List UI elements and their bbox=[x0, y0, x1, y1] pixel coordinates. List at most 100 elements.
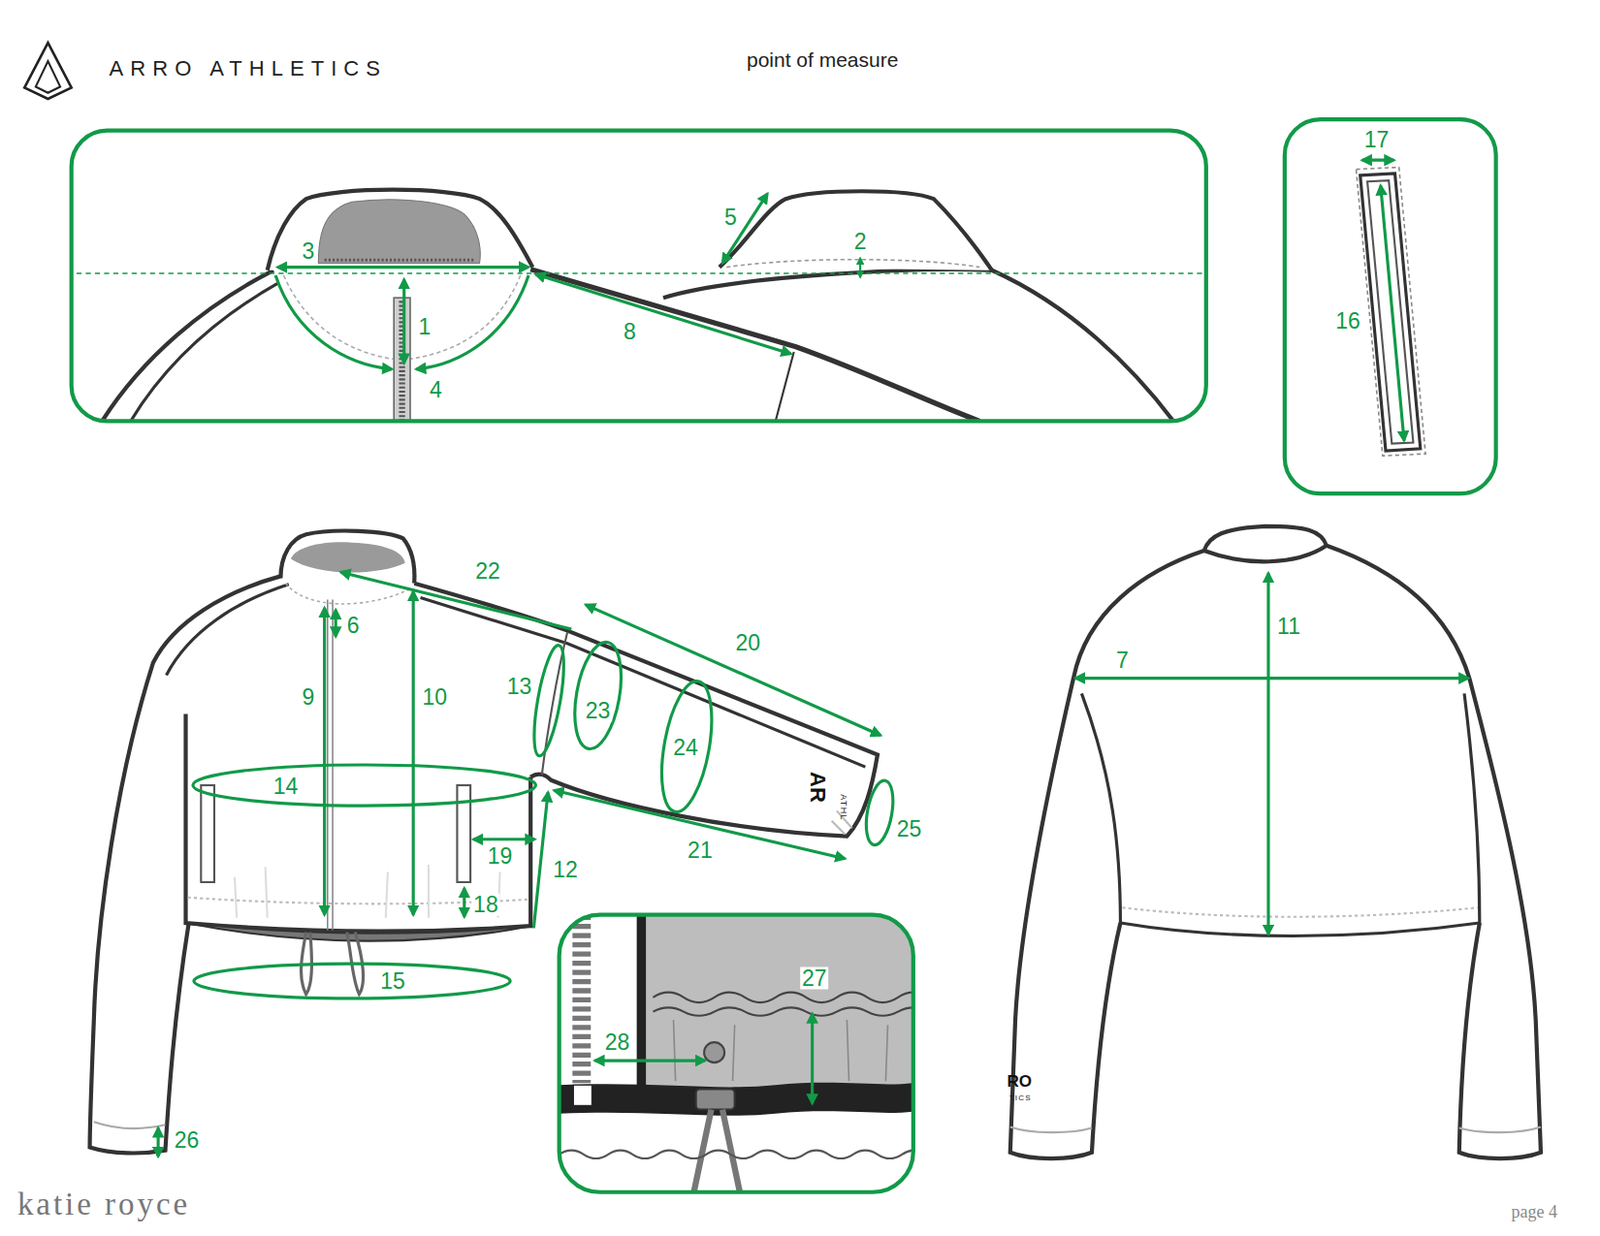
sleeve-logo: ATHL bbox=[838, 794, 848, 822]
measure-ellipse bbox=[653, 677, 721, 817]
measure-arrow bbox=[340, 572, 572, 630]
callout-number: 23 bbox=[583, 700, 613, 723]
back-neck-stitch bbox=[726, 259, 980, 268]
callout-number: 24 bbox=[671, 736, 701, 760]
callout-number: 17 bbox=[1362, 128, 1392, 152]
callout-number: 10 bbox=[420, 685, 450, 708]
callout-number: 6 bbox=[345, 613, 362, 637]
callout-number: 18 bbox=[471, 894, 501, 917]
callout-number: 7 bbox=[1114, 648, 1131, 672]
measure-arrow bbox=[1380, 185, 1405, 441]
measure-arrow bbox=[402, 279, 406, 363]
page-number: page 4 bbox=[1511, 1203, 1558, 1221]
measure-arrow bbox=[412, 591, 416, 915]
measure-arrow bbox=[462, 888, 466, 917]
ruffle bbox=[559, 1151, 914, 1159]
callout-number: 27 bbox=[800, 966, 830, 990]
callout-number: 26 bbox=[172, 1129, 202, 1152]
shoulder-line bbox=[530, 269, 980, 422]
page-title: point of measure bbox=[746, 49, 898, 70]
pocket-detail bbox=[1356, 160, 1427, 456]
brand-logo bbox=[35, 61, 61, 94]
zip-stop bbox=[573, 1085, 592, 1106]
measure-arrow bbox=[535, 274, 791, 354]
raglan-stripe bbox=[166, 584, 289, 676]
collar bbox=[267, 190, 534, 271]
neck-reference-line bbox=[76, 272, 1205, 275]
raglan-stripe bbox=[420, 597, 866, 768]
measure-curve bbox=[416, 275, 529, 370]
measure-arrow bbox=[722, 193, 768, 264]
hem-casing bbox=[1122, 907, 1478, 917]
body-outline bbox=[186, 713, 532, 931]
measure-arrow bbox=[277, 265, 529, 269]
back-view bbox=[1010, 526, 1541, 1159]
collar-inside bbox=[318, 199, 480, 264]
cuff-seam bbox=[94, 1121, 166, 1129]
raglan-stripe bbox=[130, 283, 279, 421]
collar bbox=[280, 531, 415, 584]
pocket bbox=[456, 785, 471, 883]
measure-ellipse bbox=[567, 639, 629, 753]
hem-band bbox=[559, 1083, 914, 1117]
cord-stopper bbox=[696, 1089, 736, 1111]
back-collar bbox=[719, 191, 992, 271]
sleeve-logo: RO bbox=[1006, 1073, 1032, 1090]
designer-signature: katie royce bbox=[17, 1188, 191, 1221]
back-collar bbox=[1204, 526, 1327, 562]
measure-ellipse bbox=[192, 765, 537, 806]
zipper bbox=[393, 297, 411, 421]
back-shoulder bbox=[663, 269, 1174, 421]
measure-ellipse bbox=[193, 963, 511, 999]
callout-number: 25 bbox=[895, 818, 925, 841]
measure-arrow bbox=[334, 609, 338, 637]
shoulder-line bbox=[101, 270, 274, 422]
callout-number: 16 bbox=[1333, 310, 1363, 333]
measure-arrow bbox=[810, 1014, 814, 1105]
gather-lines bbox=[673, 1020, 889, 1082]
callout-number: 5 bbox=[722, 206, 739, 229]
sleeve-logo: AR bbox=[806, 771, 829, 803]
measure-arrow bbox=[533, 792, 548, 928]
callout-number: 28 bbox=[603, 1031, 633, 1055]
neck-detail bbox=[76, 190, 1205, 422]
brand-logo bbox=[24, 42, 71, 99]
measure-arrow bbox=[322, 608, 326, 916]
callout-number: 20 bbox=[734, 631, 764, 654]
callout-number: 11 bbox=[1275, 614, 1303, 638]
zipper-teeth bbox=[572, 915, 591, 1085]
measure-arrow bbox=[859, 257, 862, 278]
measure-arrow bbox=[594, 1058, 705, 1062]
callout-number: 4 bbox=[427, 378, 445, 401]
hem-detail bbox=[559, 915, 914, 1193]
body-outline bbox=[1081, 693, 1479, 936]
measure-arrow bbox=[1362, 159, 1395, 162]
callout-number: 3 bbox=[299, 239, 317, 262]
callout-number: 19 bbox=[485, 844, 515, 867]
grommet bbox=[704, 1042, 725, 1063]
measure-arrow bbox=[1075, 676, 1469, 680]
callout-number: 8 bbox=[621, 320, 639, 343]
brand-name: ARRO ATHLETICS bbox=[109, 58, 387, 80]
callout-number: 22 bbox=[473, 560, 503, 583]
measure-ellipse bbox=[862, 778, 898, 848]
measure-arrow bbox=[1266, 573, 1270, 934]
ruffle bbox=[652, 1007, 913, 1016]
zip-tape bbox=[637, 915, 646, 1089]
pocket-welt bbox=[1360, 173, 1421, 451]
cuff-seam bbox=[1010, 1126, 1541, 1133]
neck-stitch bbox=[284, 275, 394, 359]
sleeve-logo: TICS bbox=[1009, 1094, 1032, 1103]
callout-number: 14 bbox=[271, 775, 301, 799]
detail-panel bbox=[71, 130, 1207, 422]
measure-ellipse bbox=[528, 643, 571, 759]
callout-number: 1 bbox=[416, 315, 433, 338]
collar-inside bbox=[290, 542, 406, 573]
callout-number: 13 bbox=[505, 675, 535, 699]
neck-stitch bbox=[410, 275, 521, 359]
measure-arrow bbox=[157, 1127, 160, 1156]
callout-number: 15 bbox=[378, 970, 408, 993]
pocket bbox=[200, 785, 215, 883]
